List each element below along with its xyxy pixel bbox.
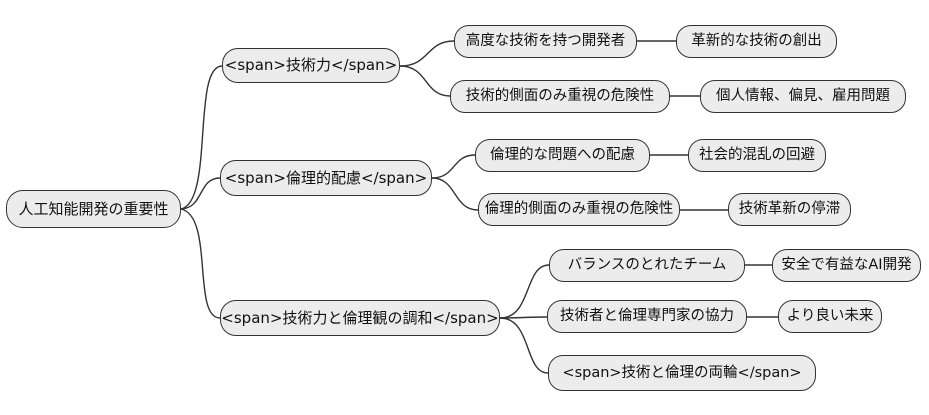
edge-root-to-harmony [180,208,221,319]
mindmap-node-safe-beneficial-ai: 安全で有益なAI開発 [772,249,921,282]
mindmap-node-balanced-team: バランスのとれたチーム [549,249,745,282]
edge-ethics-to-ethics-only-risk [431,177,479,211]
edge-root-to-ethical-consideration [180,177,221,210]
mindmap-node-two-wheels: <span>技術と倫理の両輪</span> [548,355,816,391]
mindmap-node-ethics-only-risk: 倫理的側面のみ重視の危険性 [478,193,680,226]
mindmap-node-harmony: <span>技術力と倫理観の調和</span> [220,300,500,336]
mindmap-node-privacy-bias-employment: 個人情報、偏見、雇用問題 [700,80,906,113]
edge-skill-to-tech-only-risk [399,65,451,97]
mindmap-node-skilled-developers: 高度な技術を持つ開発者 [454,25,637,58]
mindmap-node-root: 人工知能開発の重要性 [6,190,181,228]
mindmap-node-technical-skill: <span>技術力</span> [222,48,400,83]
mindmap-node-innovative-tech: 革新的な技術の創出 [676,25,837,58]
mindmap-node-tech-stagnation: 技術革新の停滞 [728,193,851,226]
mindmap-node-better-future: より良い未来 [778,300,882,333]
mindmap-node-tech-only-risk: 技術的側面のみ重視の危険性 [450,80,670,113]
mindmap-node-ethical-consideration: <span>倫理的配慮</span> [220,160,432,196]
edge-harmony-to-balanced-team [499,264,550,319]
edge-ethics-to-issues-care [431,154,476,179]
mindmap-node-avoid-social-disruption: 社会的混乱の回避 [688,139,826,172]
edge-skill-to-skilled-developers [399,40,455,67]
mindmap-node-ethical-issues-care: 倫理的な問題への配慮 [475,139,650,172]
mindmap-node-collaboration: 技術者と倫理専門家の協力 [547,300,747,333]
edge-root-to-technical-skill [180,65,223,210]
edge-harmony-to-two-wheels [499,317,549,374]
